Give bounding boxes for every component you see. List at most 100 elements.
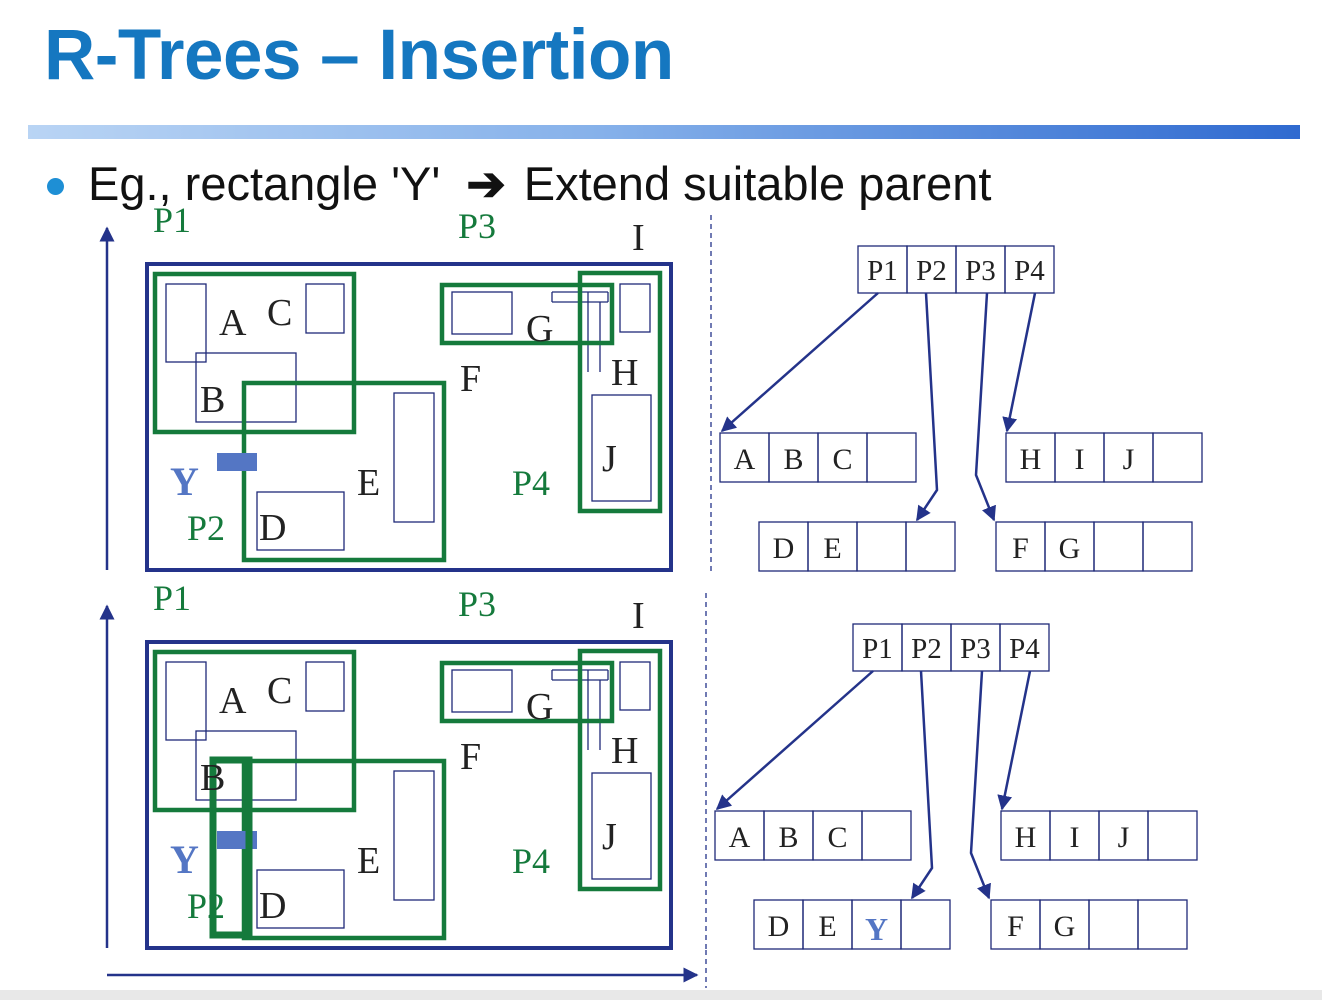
label-J: J <box>602 438 617 480</box>
root-cell <box>999 623 1050 672</box>
label-H: H <box>611 730 638 772</box>
rect-F <box>451 669 513 713</box>
rect-J <box>591 394 652 502</box>
label-P2: P2 <box>187 508 225 548</box>
root-entry-P4: P4 <box>1009 633 1040 665</box>
leaf-entry-F: F <box>1012 532 1029 565</box>
label-A: A <box>219 302 247 344</box>
label-G: G <box>526 308 553 350</box>
rect-E <box>393 392 435 523</box>
mbr-P4 <box>577 648 663 892</box>
root-cell <box>1004 245 1055 294</box>
leaf-entry-B: B <box>778 821 798 854</box>
leaf-entry-H: H <box>1015 821 1037 854</box>
root-entry-P3: P3 <box>965 255 996 287</box>
root-entry-P1: P1 <box>867 255 898 287</box>
label-F: F <box>460 736 481 778</box>
label-E: E <box>357 840 380 882</box>
rect-H <box>619 283 651 333</box>
leaf-cell <box>856 521 907 572</box>
leaf-entry-G: G <box>1059 532 1081 565</box>
leaf-entry-E: E <box>823 532 841 565</box>
label-B: B <box>200 379 225 421</box>
leaf-cell <box>905 521 956 572</box>
label-P1: P1 <box>153 578 191 618</box>
label-Y: Y <box>170 459 199 504</box>
leaf-entry-H: H <box>1020 443 1042 476</box>
rect-E <box>393 770 435 901</box>
leaf-entry-F: F <box>1007 910 1024 943</box>
mbr-P1 <box>152 271 357 435</box>
rect-D <box>256 869 345 929</box>
leaf-cell <box>861 810 912 861</box>
label-H: H <box>611 352 638 394</box>
leaf-entry-E: E <box>818 910 836 943</box>
pointer-arrow-P3 <box>969 670 991 900</box>
leaf-entry-D: D <box>773 532 795 565</box>
title-underline <box>28 125 1300 139</box>
rect-J <box>591 772 652 880</box>
bullet-suffix: Extend suitable parent <box>523 157 992 210</box>
label-P4: P4 <box>512 463 550 503</box>
rect-F <box>451 291 513 335</box>
label-F: F <box>460 358 481 400</box>
rect-C <box>305 661 345 712</box>
bullet-text: Eg., rectangle 'Y' ➔ Extend suitable paren… <box>88 156 991 212</box>
mbr-P1 <box>152 649 357 813</box>
rect-C <box>305 283 345 334</box>
root-entry-P1: P1 <box>862 633 893 665</box>
leaf-cell <box>1147 810 1198 861</box>
label-D: D <box>259 885 286 927</box>
leaf-entry-I: I <box>1075 443 1085 476</box>
label-B: B <box>200 757 225 799</box>
pointer-arrow-P1 <box>720 292 879 432</box>
rect-H <box>619 661 651 711</box>
leaf-cell <box>1093 521 1144 572</box>
leaf-entry-C: C <box>827 821 847 854</box>
label-P4: P4 <box>512 841 550 881</box>
node-I-rect <box>145 262 673 572</box>
pointer-arrow-P2 <box>910 670 934 900</box>
pointer-arrow-P4 <box>997 670 1032 811</box>
label-G: G <box>526 686 553 728</box>
leaf-cell <box>1142 521 1193 572</box>
label-P3: P3 <box>458 206 496 246</box>
leaf-cell <box>1088 899 1139 950</box>
pointer-arrow-P4 <box>1002 292 1037 433</box>
mbr-P3 <box>439 660 615 724</box>
rect-D <box>256 491 345 551</box>
bullet-dot <box>47 178 64 195</box>
leaf-cell <box>900 899 951 950</box>
right-arrow-icon: ➔ <box>466 157 506 210</box>
label-I: I <box>632 217 645 259</box>
footer-bar <box>0 990 1322 1000</box>
page-title: R-Trees – Insertion <box>44 16 674 95</box>
mbr-P2 <box>241 380 447 563</box>
rect-A <box>165 661 207 741</box>
mbr-P2 <box>241 758 447 941</box>
leaf-entry-D: D <box>768 910 790 943</box>
label-C: C <box>267 292 292 334</box>
pointer-arrow-P3 <box>974 292 996 522</box>
root-entry-P3: P3 <box>960 633 991 665</box>
root-entry-P4: P4 <box>1014 255 1045 287</box>
pointer-arrow-P2 <box>915 292 939 522</box>
rect-Y <box>217 453 257 471</box>
bullet-prefix: Eg., rectangle 'Y' <box>88 157 441 210</box>
label-P3: P3 <box>458 584 496 624</box>
label-P2: P2 <box>187 886 225 926</box>
leaf-entry-B: B <box>783 443 803 476</box>
mbr-P4 <box>577 270 663 514</box>
leaf-entry-J: J <box>1123 443 1135 476</box>
leaf-cell <box>1137 899 1188 950</box>
mbr-P3 <box>439 282 615 346</box>
leaf-entry-G: G <box>1054 910 1076 943</box>
label-C: C <box>267 670 292 712</box>
pointer-arrow-P1 <box>715 670 874 810</box>
label-E: E <box>357 462 380 504</box>
leaf-entry-I: I <box>1070 821 1080 854</box>
label-P1: P1 <box>153 200 191 240</box>
